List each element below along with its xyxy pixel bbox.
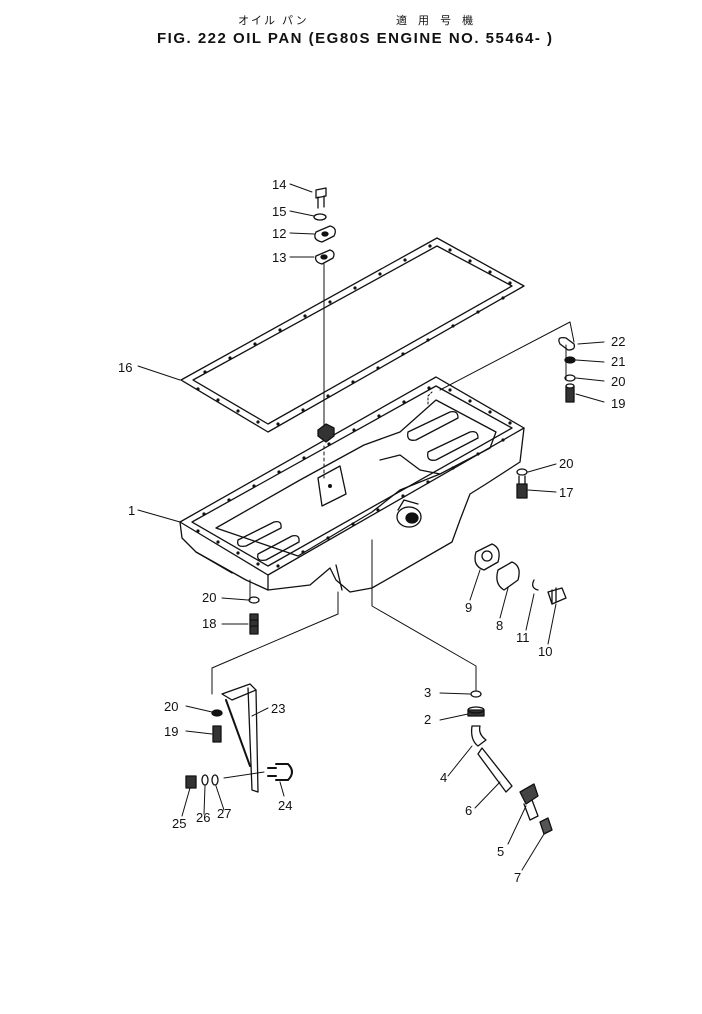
callout-12: 12 xyxy=(272,226,286,241)
bolt-washer-set-19-22 xyxy=(558,336,576,403)
callout-22: 22 xyxy=(611,334,625,349)
guide-lines xyxy=(211,321,575,695)
leader-lines xyxy=(137,183,605,871)
callout-19: 19 xyxy=(164,724,178,739)
callout-21: 21 xyxy=(611,354,625,369)
callout-2: 2 xyxy=(424,712,431,727)
japanese-part-name: オイル パン xyxy=(238,15,309,27)
figure-title: FIG. 222 OIL PAN (EG80S ENGINE NO. 55464… xyxy=(157,30,554,47)
figure-header: オイル パン 適 用 号 機 FIG. 222 OIL PAN (EG80S E… xyxy=(0,0,702,60)
oil-pan-gasket xyxy=(180,237,525,433)
callout-16: 16 xyxy=(118,360,132,375)
callout-19: 19 xyxy=(611,396,625,411)
callout-15: 15 xyxy=(272,204,286,219)
callout-8: 8 xyxy=(496,618,503,633)
pan-bolt-holes xyxy=(196,386,512,568)
callout-23: 23 xyxy=(271,701,285,716)
callout-25: 25 xyxy=(172,816,186,831)
callout-14: 14 xyxy=(272,177,286,192)
bolt-17-washer-20 xyxy=(516,468,528,499)
callout-3: 3 xyxy=(424,685,431,700)
bracket-and-u-bolt-23-24 xyxy=(185,683,293,793)
callout-9: 9 xyxy=(465,600,472,615)
callout-7: 7 xyxy=(514,870,521,885)
drain-parts-8-11 xyxy=(474,543,567,605)
callout-4: 4 xyxy=(440,770,447,785)
gasket-bolt-holes xyxy=(196,244,512,426)
callout-20: 20 xyxy=(164,699,178,714)
callout-11: 11 xyxy=(516,630,530,645)
callout-20: 20 xyxy=(202,590,216,605)
callout-24: 24 xyxy=(278,798,292,813)
callout-1: 1 xyxy=(128,503,135,518)
callout-10: 10 xyxy=(538,644,552,659)
callout-5: 5 xyxy=(497,844,504,859)
cover-parts-12-15 xyxy=(313,187,336,479)
callout-20: 20 xyxy=(559,456,573,471)
callout-26: 26 xyxy=(196,810,210,825)
callout-17: 17 xyxy=(559,485,573,500)
japanese-applicable-label: 適 用 号 機 xyxy=(396,15,478,27)
callout-27: 27 xyxy=(217,806,231,821)
drain-valve-parts-2-7 xyxy=(467,690,553,835)
callout-13: 13 xyxy=(272,250,286,265)
callout-20: 20 xyxy=(611,374,625,389)
callout-6: 6 xyxy=(465,803,472,818)
oil-pan-body xyxy=(179,376,525,593)
callout-labels: 14 15 12 13 16 1 22 21 20 19 20 17 20 18… xyxy=(118,177,625,885)
bolt-18-washer-20 xyxy=(248,596,260,635)
callout-18: 18 xyxy=(202,616,216,631)
